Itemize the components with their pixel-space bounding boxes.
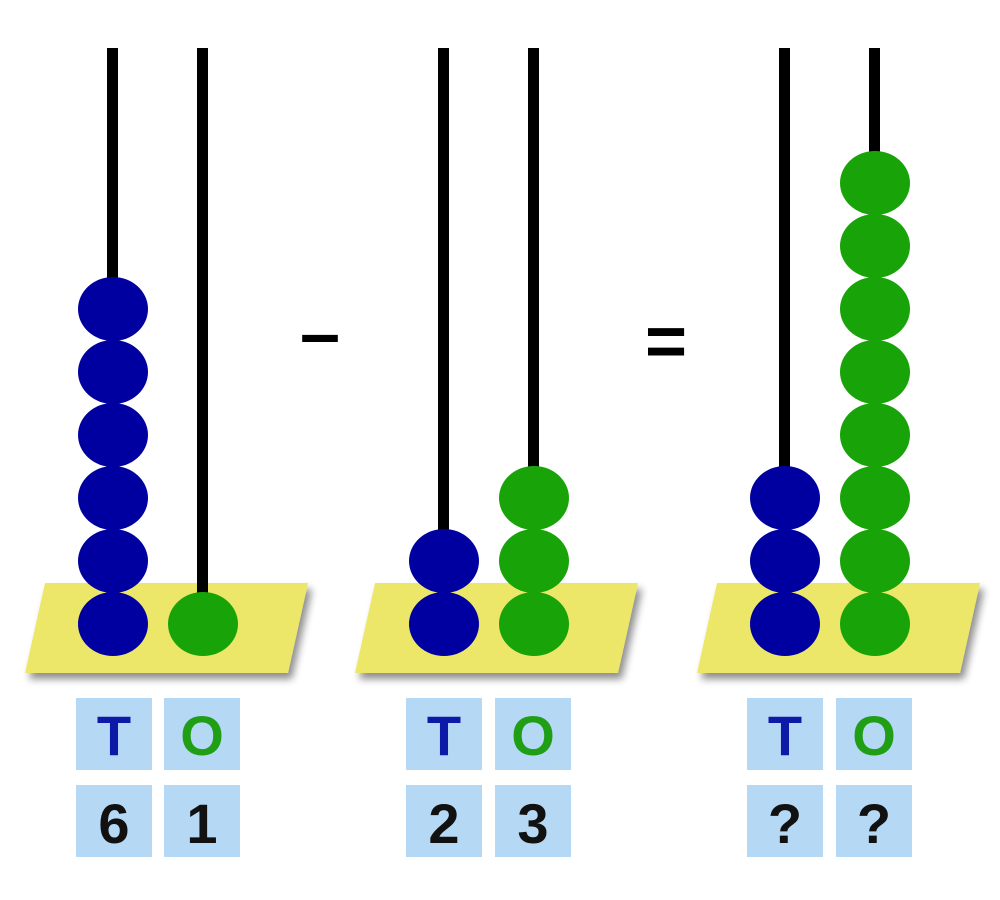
- tens-value-box: ?: [747, 785, 823, 857]
- tens-label-box: T: [747, 698, 823, 770]
- ones-bead: [840, 151, 910, 215]
- tens-beads: [409, 529, 479, 656]
- tens-label: T: [97, 704, 131, 767]
- abacus-base: [25, 583, 308, 673]
- ones-bead: [840, 466, 910, 530]
- abacus-base: [697, 583, 980, 673]
- ones-bead: [840, 277, 910, 341]
- tens-bead: [78, 340, 148, 404]
- ones-label-box: O: [836, 698, 912, 770]
- tens-bead: [750, 529, 820, 593]
- tens-bead: [78, 403, 148, 467]
- tens-value: 2: [428, 792, 459, 855]
- tens-label: T: [768, 704, 802, 767]
- ones-bead: [168, 592, 238, 656]
- tens-bead: [78, 466, 148, 530]
- ones-bead: [499, 592, 569, 656]
- ones-bead: [840, 214, 910, 278]
- ones-bead: [499, 466, 569, 530]
- ones-value-box: ?: [836, 785, 912, 857]
- tens-beads: [78, 277, 148, 656]
- ones-bead: [840, 592, 910, 656]
- tens-label-box: T: [76, 698, 152, 770]
- tens-bead: [78, 592, 148, 656]
- ones-label: O: [852, 704, 896, 767]
- ones-value-box: 3: [495, 785, 571, 857]
- ones-value: ?: [857, 792, 891, 855]
- tens-beads: [750, 466, 820, 656]
- tens-rod: [779, 48, 790, 628]
- abacus-subtrahend: T O 2 3: [355, 48, 638, 857]
- tens-label-box: T: [406, 698, 482, 770]
- ones-beads: [840, 151, 910, 656]
- ones-label-box: O: [164, 698, 240, 770]
- tens-bead: [78, 277, 148, 341]
- tens-value: 6: [98, 792, 129, 855]
- ones-rod: [197, 48, 208, 628]
- minus-sign: –: [300, 294, 340, 374]
- ones-bead: [840, 529, 910, 593]
- ones-label-box: O: [495, 698, 571, 770]
- ones-beads: [168, 592, 238, 656]
- ones-beads: [499, 466, 569, 656]
- tens-bead: [78, 529, 148, 593]
- tens-value-box: 6: [76, 785, 152, 857]
- tens-bead: [409, 592, 479, 656]
- ones-bead: [840, 340, 910, 404]
- tens-bead: [409, 529, 479, 593]
- abacus-base: [355, 583, 638, 673]
- ones-label: O: [180, 704, 224, 767]
- abacus-minuend: T O 6 1: [25, 48, 308, 857]
- abacus-result: T O ? ?: [697, 48, 980, 857]
- tens-bead: [750, 592, 820, 656]
- tens-value-box: 2: [406, 785, 482, 857]
- tens-bead: [750, 466, 820, 530]
- tens-rod: [438, 48, 449, 628]
- ones-label: O: [511, 704, 555, 767]
- ones-bead: [840, 403, 910, 467]
- tens-value: ?: [768, 792, 802, 855]
- ones-value: 1: [186, 792, 217, 855]
- ones-rod: [528, 48, 539, 628]
- ones-bead: [499, 529, 569, 593]
- equals-sign: =: [645, 302, 687, 382]
- ones-value: 3: [517, 792, 548, 855]
- ones-value-box: 1: [164, 785, 240, 857]
- tens-label: T: [427, 704, 461, 767]
